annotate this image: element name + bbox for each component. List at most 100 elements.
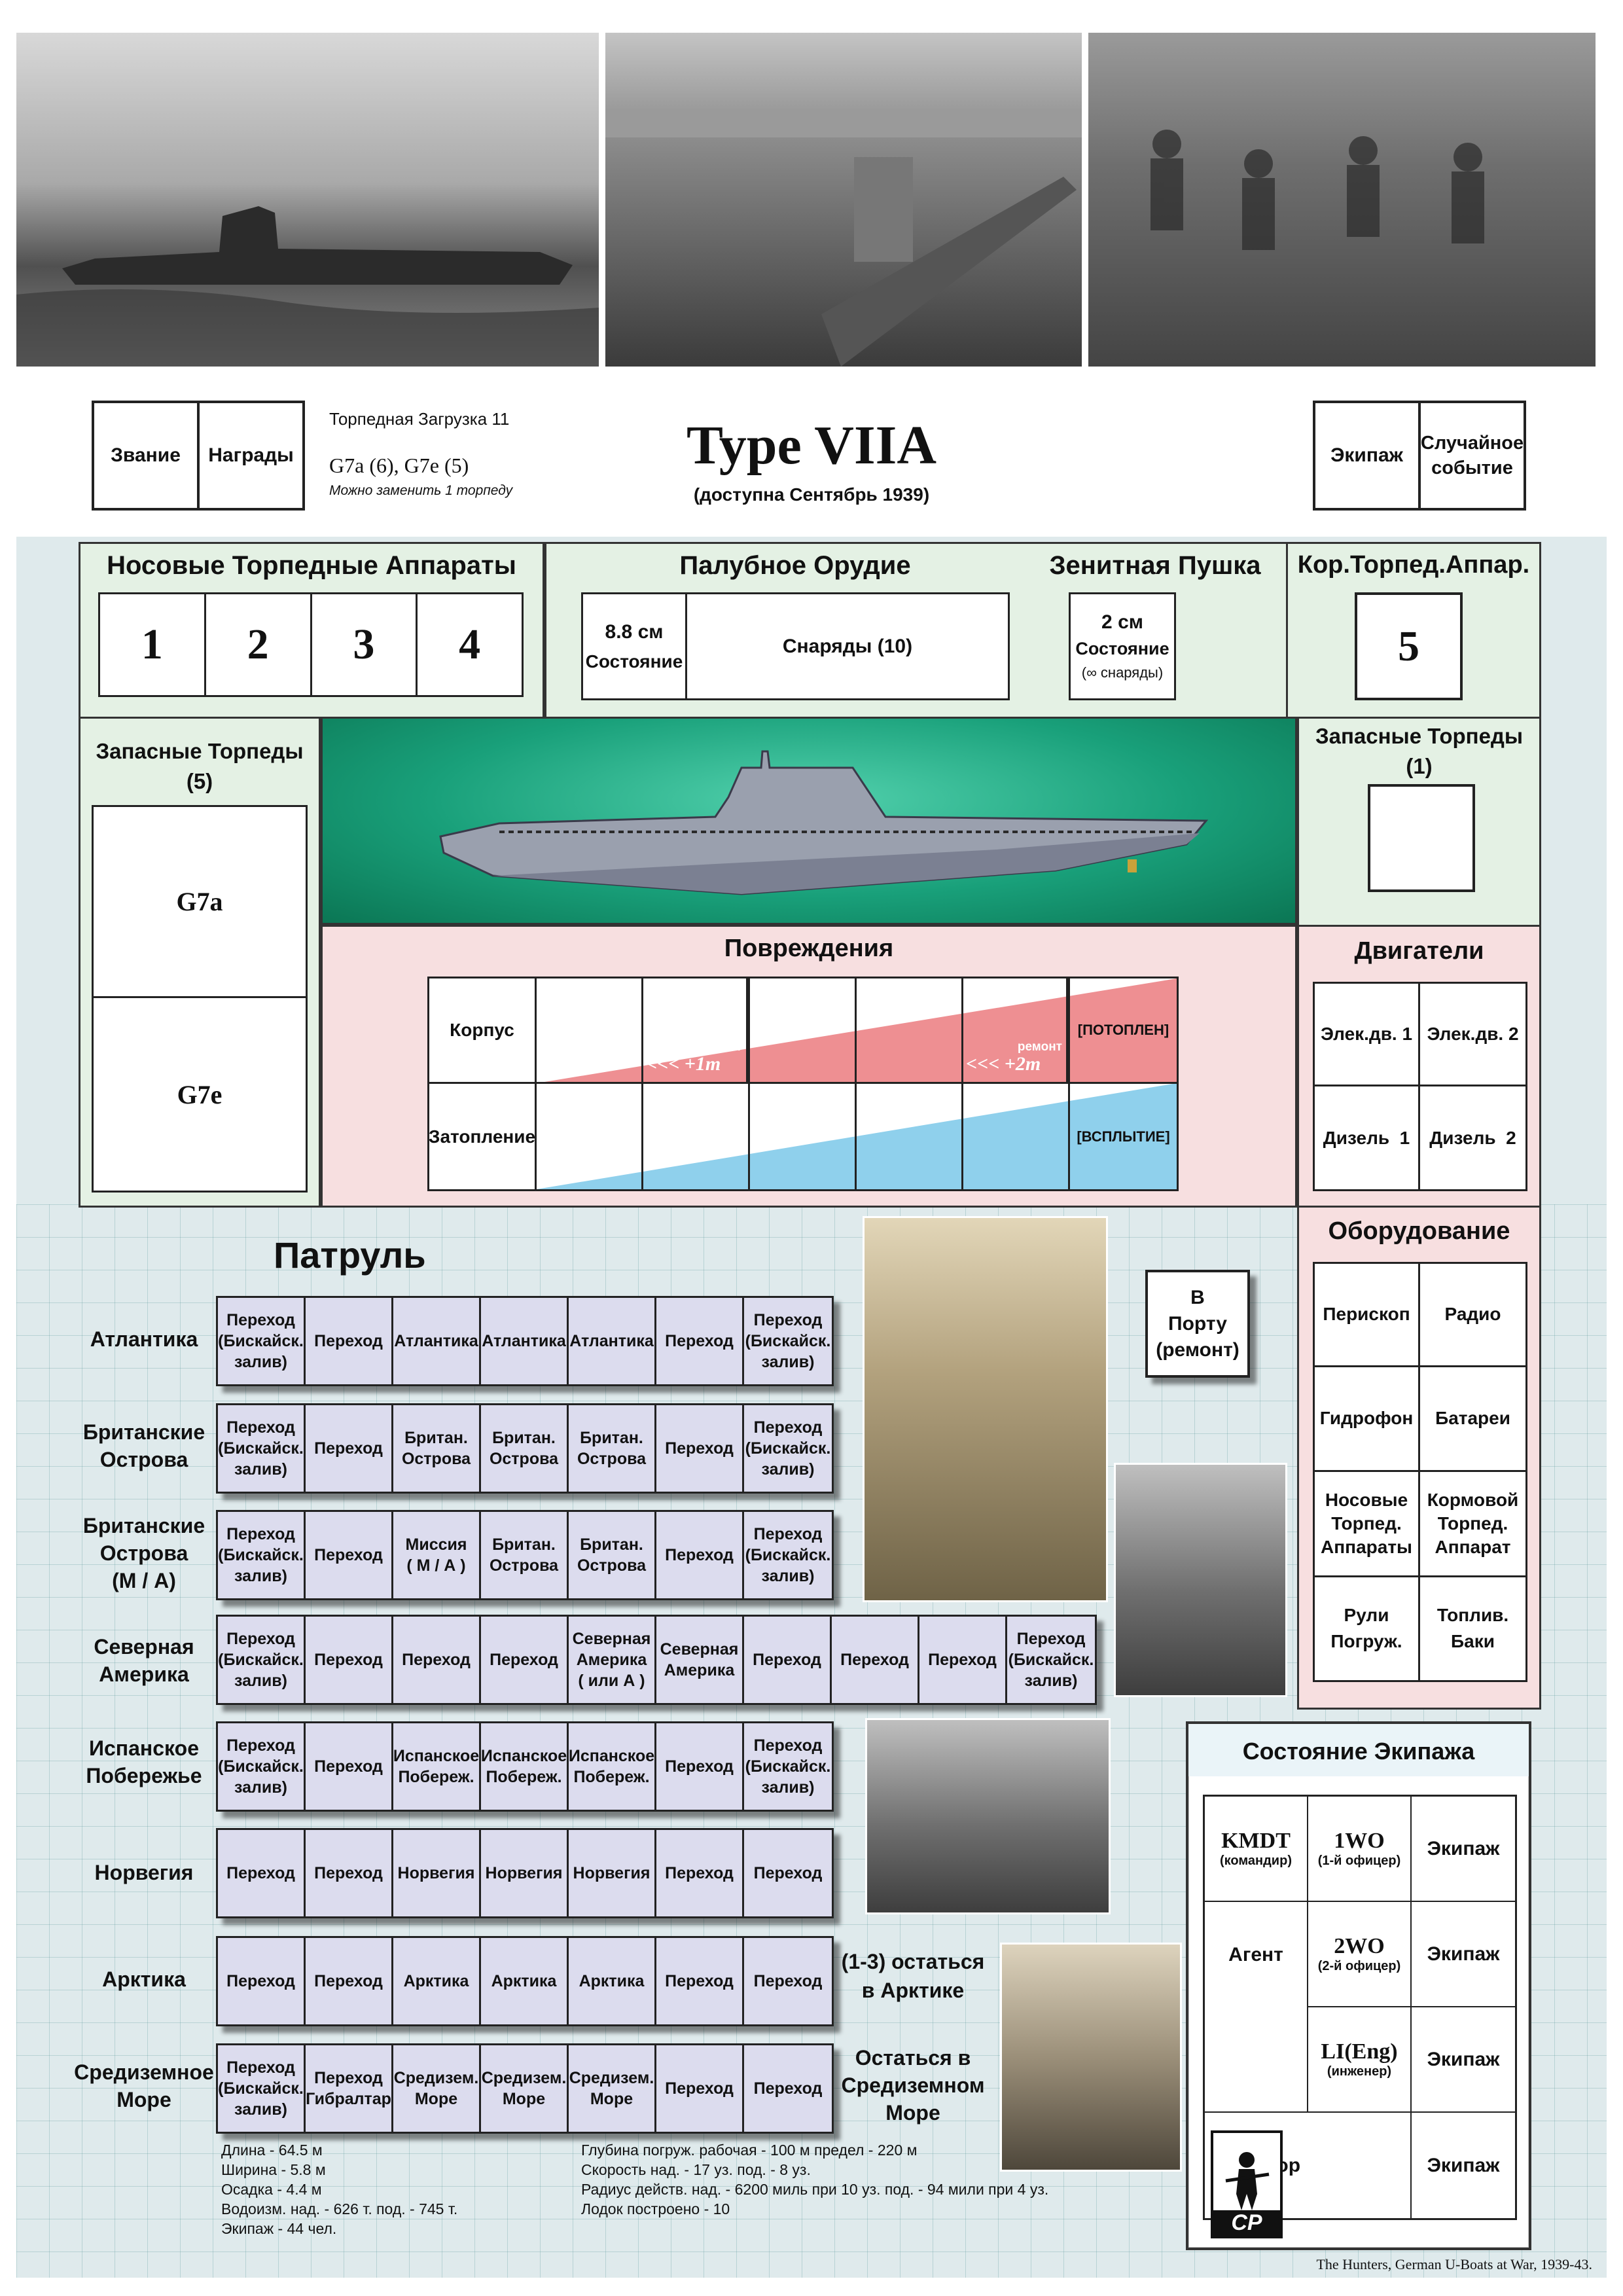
crew-generic-4[interactable]: Экипаж [1412, 2113, 1515, 2218]
hull-box-5[interactable]: <<< +2m ремонт [963, 978, 1070, 1084]
patrol-box[interactable]: Переход (Бискайск. залив) [745, 1736, 831, 1797]
patrol-box[interactable]: Переход [306, 1405, 393, 1492]
reserve-right-box[interactable] [1368, 784, 1475, 892]
patrol-box[interactable]: Переход (Бискайск. залив) [218, 1617, 306, 1703]
patrol-box[interactable]: Переход [656, 1830, 744, 1916]
crew-generic-3[interactable]: Экипаж [1412, 2007, 1515, 2113]
patrol-box[interactable]: Переход (Бискайск. залив) [1008, 1630, 1094, 1690]
crew-generic-2[interactable]: Экипаж [1412, 1902, 1515, 2007]
patrol-box[interactable]: Переход Гибралтар [306, 2045, 393, 2132]
patrol-box[interactable]: Переход (Бискайск. залив) [745, 1525, 831, 1585]
patrol-box[interactable]: Атлантика [569, 1298, 656, 1384]
flood-box-1[interactable] [537, 1084, 643, 1189]
deck-gun-caliber-state[interactable]: 8.8 см Состояние [581, 592, 687, 700]
equipment-dive-planes[interactable]: Рули Погруж. [1313, 1577, 1420, 1682]
crew-second-officer[interactable]: 2WO(2-й офицер) [1308, 1902, 1412, 2007]
hull-box-3[interactable] [750, 978, 857, 1084]
crew-empty-1[interactable] [1205, 2007, 1308, 2113]
patrol-box[interactable]: Переход [218, 1938, 306, 2024]
patrol-box[interactable]: Переход (Бискайск. залив) [218, 2045, 306, 2132]
flood-box-3[interactable] [750, 1084, 857, 1189]
patrol-box[interactable]: Переход [656, 1723, 744, 1810]
patrol-box[interactable]: Арктика [481, 1938, 569, 2024]
patrol-box[interactable]: Переход [919, 1617, 1007, 1703]
flood-box-2[interactable] [643, 1084, 750, 1189]
awards-box[interactable]: Награды [197, 401, 305, 511]
patrol-box[interactable]: Переход [832, 1617, 919, 1703]
patrol-box[interactable]: Переход [306, 1938, 393, 2024]
patrol-box[interactable]: Британ. Острова [569, 1512, 656, 1598]
diesel-engine-1[interactable]: Дизель 1 [1313, 1086, 1420, 1191]
patrol-box[interactable]: Переход (Бискайск. залив) [218, 1723, 306, 1810]
patrol-box[interactable]: Переход [306, 1830, 393, 1916]
patrol-box[interactable]: Британ. Острова [569, 1405, 656, 1492]
reserve-g7e-box[interactable]: G7e [92, 996, 308, 1193]
bow-tube-3[interactable]: 3 [312, 592, 418, 697]
patrol-box[interactable]: Переход [481, 1617, 569, 1703]
patrol-box[interactable]: Переход [656, 1298, 744, 1384]
patrol-box[interactable]: Переход [306, 1298, 393, 1384]
hull-box-1[interactable] [537, 978, 643, 1084]
bow-tube-1[interactable]: 1 [98, 592, 206, 697]
equipment-radio[interactable]: Радио [1420, 1262, 1527, 1367]
stern-tube-5[interactable]: 5 [1355, 592, 1463, 700]
patrol-box[interactable]: Переход (Бискайск. залив) [218, 1512, 306, 1598]
equipment-fuel-tanks[interactable]: Топлив. Баки [1420, 1577, 1527, 1682]
equipment-periscope[interactable]: Перископ [1313, 1262, 1420, 1367]
hull-box-2[interactable]: <<< +1m ремонт [643, 978, 750, 1084]
patrol-box[interactable]: Переход [306, 1512, 393, 1598]
patrol-box[interactable]: Переход [218, 1830, 306, 1916]
patrol-box[interactable]: Норвегия [393, 1830, 481, 1916]
hull-box-4[interactable] [857, 978, 963, 1084]
diesel-engine-2[interactable]: Дизель 2 [1420, 1086, 1527, 1191]
patrol-box[interactable]: Средизем. Море [393, 2045, 481, 2132]
patrol-box[interactable]: Миссия ( М / А ) [393, 1512, 481, 1598]
patrol-box[interactable]: Переход (Бискайск. залив) [745, 1311, 831, 1371]
flood-box-5[interactable] [963, 1084, 1070, 1189]
in-port-repair-box[interactable]: В Порту (ремонт) [1145, 1270, 1250, 1378]
patrol-box[interactable]: Переход [656, 1512, 744, 1598]
patrol-box[interactable]: Арктика [393, 1938, 481, 2024]
equipment-stern-tube[interactable]: Кормовой Торпед. Аппарат [1420, 1472, 1527, 1577]
patrol-box[interactable]: Норвегия [569, 1830, 656, 1916]
equipment-hydrophone[interactable]: Гидрофон [1313, 1367, 1420, 1472]
surfaced-box[interactable]: [ВСПЛЫТИЕ] [1077, 1128, 1170, 1145]
patrol-box[interactable]: Британ. Острова [393, 1405, 481, 1492]
flood-box-4[interactable] [857, 1084, 963, 1189]
patrol-box[interactable]: Переход [656, 2045, 744, 2132]
patrol-box[interactable]: Переход (Бискайск. залив) [218, 1298, 306, 1384]
patrol-box[interactable]: Переход [656, 1938, 744, 2024]
patrol-box[interactable]: Испанское Побереж. [481, 1723, 569, 1810]
patrol-box[interactable]: Переход (Бискайск. залив) [218, 1405, 306, 1492]
patrol-box[interactable]: Средизем. Море [569, 2045, 656, 2132]
patrol-box[interactable]: Испанское Побереж. [393, 1723, 481, 1810]
patrol-box[interactable]: Норвегия [481, 1830, 569, 1916]
electric-engine-2[interactable]: Элек.дв. 2 [1420, 982, 1527, 1086]
equipment-batteries[interactable]: Батареи [1420, 1367, 1527, 1472]
patrol-box[interactable]: Переход [393, 1617, 481, 1703]
patrol-box[interactable]: Испанское Побереж. [569, 1723, 656, 1810]
crew-box[interactable]: Экипаж [1313, 401, 1421, 511]
patrol-box[interactable]: Средизем. Море [481, 2045, 569, 2132]
electric-engine-1[interactable]: Элек.дв. 1 [1313, 982, 1420, 1086]
random-event-box[interactable]: Случайное событие [1418, 401, 1526, 511]
deck-gun-ammo[interactable]: Снаряды (10) [687, 592, 1010, 700]
patrol-box[interactable]: Британ. Острова [481, 1405, 569, 1492]
bow-tube-4[interactable]: 4 [418, 592, 524, 697]
patrol-box[interactable]: Переход [744, 1617, 832, 1703]
patrol-box[interactable]: Арктика [569, 1938, 656, 2024]
patrol-box[interactable]: Переход [306, 1723, 393, 1810]
sunk-box[interactable]: [ПОТОПЛЕН] [1070, 978, 1177, 1084]
crew-commander[interactable]: KMDT(командир) [1205, 1797, 1308, 1902]
patrol-box[interactable]: Переход (Бискайск. залив) [745, 1418, 831, 1479]
patrol-box[interactable]: Переход [753, 2079, 823, 2098]
patrol-box[interactable]: Атлантика [481, 1298, 569, 1384]
patrol-box[interactable]: Переход [753, 1864, 823, 1882]
patrol-box[interactable]: Атлантика [393, 1298, 481, 1384]
patrol-box[interactable]: Британ. Острова [481, 1512, 569, 1598]
reserve-g7a-box[interactable]: G7a [92, 805, 308, 998]
aa-gun-box[interactable]: 2 см Состояние (∞ снаряды) [1069, 592, 1176, 700]
rank-box[interactable]: Звание [92, 401, 200, 511]
equipment-bow-tubes[interactable]: Носовые Торпед. Аппараты [1313, 1472, 1420, 1577]
patrol-box[interactable]: Северная Америка ( или А ) [569, 1617, 656, 1703]
